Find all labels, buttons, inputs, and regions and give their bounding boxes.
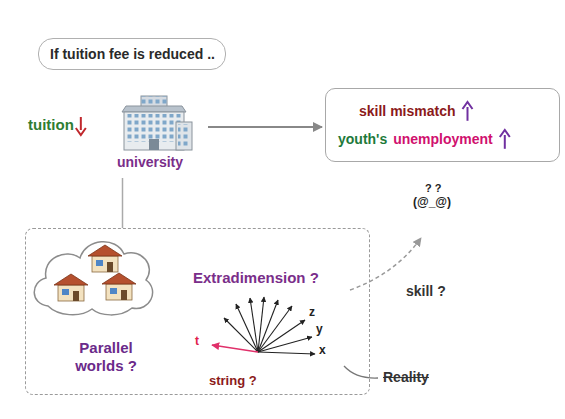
speech-bubble: If tuition fee is reduced .. (38, 38, 226, 70)
house-roof (88, 245, 122, 256)
t-axis (212, 345, 258, 352)
arrow-head (76, 128, 86, 135)
node-text: If tuition fee is reduced .. (50, 46, 215, 63)
struck-label: Reality (383, 369, 429, 386)
house-window (110, 288, 117, 294)
leader-line (344, 366, 378, 378)
face-marks: ? ? (425, 182, 442, 195)
node-text: string ? (209, 373, 257, 389)
axis-label: x (319, 343, 326, 357)
arrow-shaft (467, 107, 469, 121)
arrow-shaft (80, 117, 82, 130)
house-wall (106, 284, 132, 300)
house-wall (92, 256, 118, 272)
confused-face: (@_@) (413, 195, 451, 209)
factor-label: tuition (28, 116, 74, 134)
university-building (122, 96, 192, 150)
axis (250, 298, 258, 352)
axis-label: y (316, 322, 323, 336)
house-door (107, 262, 113, 272)
axis-label: t (195, 334, 199, 348)
increase-arrow (463, 102, 473, 121)
connector (208, 126, 322, 128)
house-door (121, 290, 127, 300)
houses (54, 245, 136, 301)
dimension-axes (212, 297, 315, 354)
axis-label: z (309, 305, 315, 319)
building-wing (176, 122, 192, 150)
z-axis (258, 320, 305, 352)
house-roof (102, 273, 136, 284)
dashed-region: Parallel worlds ? Extradimension ? string … (25, 228, 370, 395)
house-window (62, 289, 69, 295)
arrow-head (500, 130, 510, 137)
university-node: university (95, 92, 205, 178)
node-text: university (117, 154, 183, 171)
node-text: Parallel worlds ? (64, 339, 148, 375)
axis (258, 306, 292, 352)
dashed-arrow (350, 238, 421, 290)
thought-cloud (34, 242, 152, 315)
arrow-shaft (504, 135, 506, 149)
house-roof (54, 274, 88, 285)
y-axis (258, 337, 312, 352)
decrease-arrow (76, 117, 86, 135)
building-windows (126, 114, 182, 142)
axis (258, 300, 278, 352)
house-wall (58, 285, 84, 301)
node-text: youth's (338, 131, 387, 148)
increase-arrow (500, 130, 510, 149)
building-door (149, 139, 159, 150)
node-text: skill mismatch (359, 103, 456, 120)
connector (122, 178, 124, 228)
house-door (73, 291, 79, 301)
building-body (124, 112, 184, 150)
arrow-head (463, 102, 473, 109)
building-roof (122, 106, 186, 112)
question-label: skill ? (406, 283, 446, 300)
x-axis (258, 352, 315, 354)
node-text: Extradimension ? (193, 269, 319, 287)
result-box: skill mismatch youth's unemployment (325, 88, 560, 162)
building-windows (178, 124, 190, 146)
node-text: unemployment (393, 131, 493, 148)
house-window (96, 260, 103, 266)
